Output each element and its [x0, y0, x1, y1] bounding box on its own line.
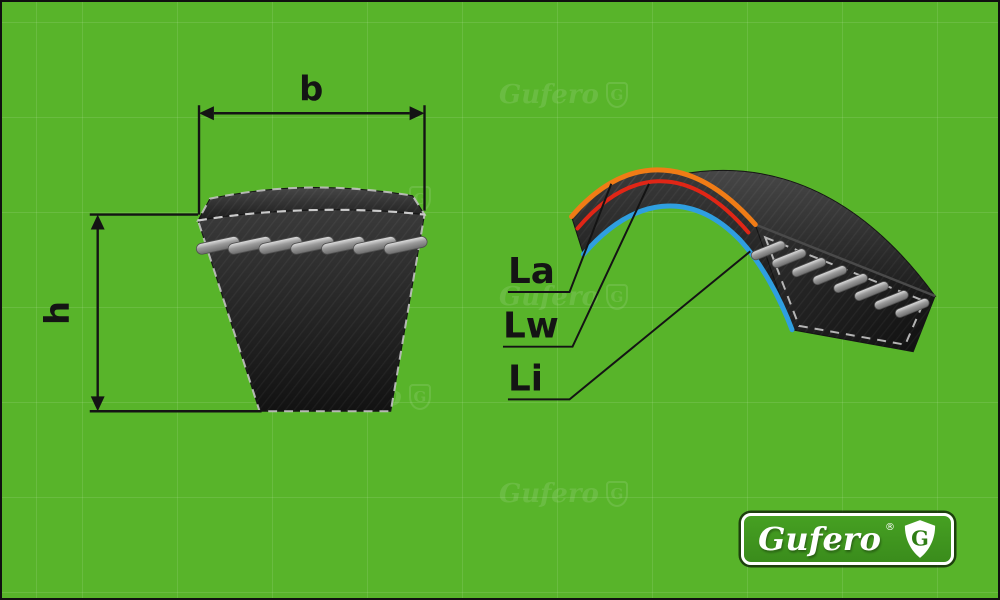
belt3d-side-texture	[571, 169, 793, 330]
height-dimension-label: h	[38, 301, 77, 325]
dimension-h-lines	[89, 213, 262, 413]
outer-length-line-La	[569, 167, 758, 227]
registered-mark: ®	[885, 522, 895, 533]
inner-length-line-Li	[580, 203, 795, 333]
watermark-monogram: G	[610, 288, 624, 306]
watermark-monogram: G	[610, 485, 624, 503]
arrowhead-left-icon	[199, 106, 214, 121]
cord-pin	[196, 236, 240, 255]
watermark-shield-icon: G	[605, 284, 628, 310]
width-dimension-label: b	[299, 69, 323, 108]
front-face-dashed-edge	[196, 208, 426, 413]
top-surface-dashed-edge	[196, 186, 427, 222]
watermark: Gufero G	[499, 479, 628, 509]
label-pitch-length-Lw: Lw	[503, 306, 559, 347]
cross-section-view	[196, 186, 428, 413]
cord-pin	[874, 290, 909, 310]
cord-pin	[771, 248, 807, 269]
cord-pin	[321, 236, 365, 255]
watermark-text: Gufero	[499, 80, 599, 110]
watermark-shield-icon: G	[408, 384, 431, 410]
label-outer-length-La: La	[508, 251, 555, 292]
leader-line-Lw	[502, 183, 650, 348]
brand-shield-icon: G	[904, 520, 936, 558]
belt3d-top-texture	[571, 169, 936, 297]
arrowhead-up-icon	[90, 214, 105, 230]
cord-pin	[750, 240, 786, 261]
watermark-text: Gufero	[499, 282, 599, 312]
cord-pin	[258, 236, 303, 255]
leader-line-Li	[507, 250, 751, 401]
cord-pin	[854, 281, 889, 301]
cord-pin	[791, 257, 827, 278]
watermark-monogram: G	[413, 388, 427, 406]
cord-row-3d	[750, 240, 930, 318]
watermark: Gufero G	[499, 80, 628, 110]
watermark-monogram: G	[610, 86, 624, 104]
cord-pin	[812, 265, 848, 286]
leader-line-La	[507, 183, 613, 294]
belt-3d-view: La Lw Li	[502, 167, 937, 401]
belt-front-texture	[198, 209, 425, 412]
watermark-shield-icon: G	[605, 481, 628, 507]
cord-pin	[833, 273, 868, 294]
cord-pin	[383, 236, 428, 255]
watermark-text: Gufero	[499, 479, 599, 509]
watermark: Gufero G	[499, 282, 628, 312]
belt-top-texture	[198, 187, 425, 221]
brand-monogram: G	[911, 526, 929, 551]
end-face-top-edge	[754, 223, 936, 298]
cord-pin	[894, 298, 930, 318]
cord-pin	[227, 236, 272, 255]
dimension-width-b: b	[197, 69, 426, 215]
pitch-length-line-Lw	[575, 179, 751, 235]
dimension-b-lines	[197, 105, 426, 215]
arrowhead-right-icon	[409, 106, 425, 121]
cord-pin	[290, 236, 335, 255]
brand-logo: Gufero ® G	[741, 513, 954, 565]
watermark-shield-icon: G	[605, 82, 628, 108]
brand-name: Gufero	[758, 520, 881, 558]
cord-pin	[352, 236, 397, 255]
end-face-dashed-edge	[763, 235, 926, 346]
cord-row	[196, 236, 428, 255]
dimension-height-h: h	[38, 213, 262, 413]
label-inner-length-Li: Li	[508, 358, 543, 399]
arrowhead-down-icon	[90, 396, 105, 412]
